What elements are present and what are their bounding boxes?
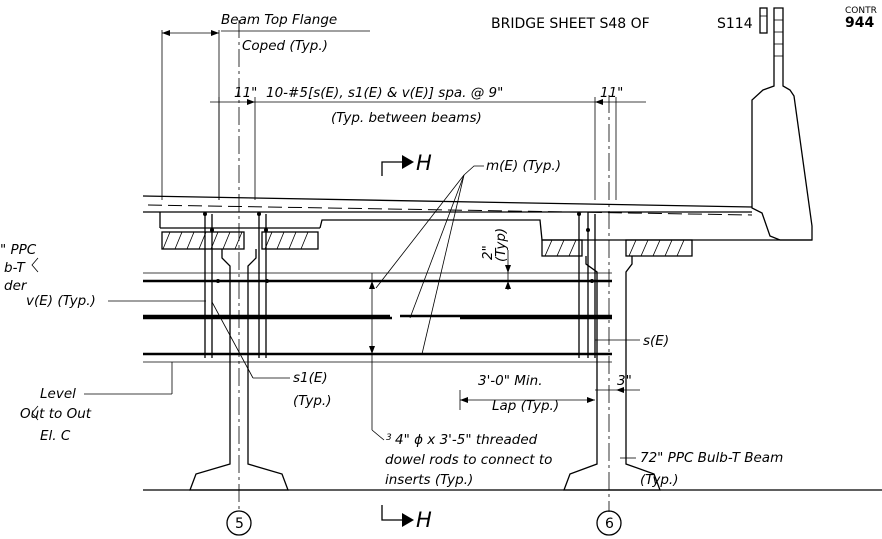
- level-label-2: Out to Out: [20, 406, 92, 422]
- left-ppc-label: " PPC: [0, 242, 37, 258]
- beam-flange-label-2: Coped (Typ.): [242, 38, 328, 54]
- section-marker-bottom: [381, 505, 414, 527]
- beam-circle-5: 5: [235, 516, 244, 532]
- section-h-bottom: H: [416, 508, 432, 532]
- stirrups: [203, 212, 596, 358]
- rebar-spec: 10-#5[s(E), s1(E) & v(E)] spa. @ 9": [266, 85, 503, 101]
- beam-label-2: (Typ.): [640, 472, 678, 488]
- min-lap-label: 3'-0" Min.: [478, 373, 543, 389]
- beam-circle-6: 6: [605, 516, 614, 532]
- haunch-hatch: [161, 231, 693, 257]
- level-label-3: El. C: [40, 428, 71, 444]
- dim-right-11: 11": [600, 85, 623, 101]
- dowel-label-2: dowel rods to connect to: [385, 452, 552, 468]
- typ-vertical-label: (Typ): [493, 228, 509, 262]
- dowel-label-3: inserts (Typ.): [385, 472, 473, 488]
- m-e-label: m(E) (Typ.): [486, 158, 561, 174]
- lap-typ-label: Lap (Typ.): [492, 398, 559, 414]
- contract-label: CONTR: [845, 6, 877, 16]
- contract-number: 944: [845, 15, 874, 31]
- dim-left-11: 11": [234, 85, 257, 101]
- beam-label-1: 72" PPC Bulb-T Beam: [640, 450, 783, 466]
- parapet-barrier: [751, 7, 813, 241]
- section-h-top: H: [416, 151, 432, 175]
- dowel-label-1: 4" ϕ x 3'-5" threaded: [395, 432, 538, 448]
- left-der-label: der: [4, 278, 28, 294]
- three-inch-label: 3": [617, 373, 632, 389]
- v-e-label: v(E) (Typ.): [26, 293, 96, 309]
- leader-lines: [31, 165, 640, 459]
- two-inch-label: 2": [480, 245, 496, 260]
- left-bulb-label: b-T: [4, 260, 26, 276]
- s1-typ-label: (Typ.): [293, 393, 331, 409]
- beam-flange-label-1: Beam Top Flange: [221, 12, 337, 28]
- typ-between-beams: (Typ. between beams): [331, 110, 482, 126]
- sheet-tab-box: [759, 7, 768, 34]
- dimension-lines: [161, 30, 646, 441]
- s-e-label: s(E): [643, 333, 669, 349]
- s1-e-label: s1(E): [293, 370, 328, 386]
- level-label-1: Level: [40, 386, 76, 402]
- sheet-label: BRIDGE SHEET S48 OF: [491, 16, 650, 32]
- section-marker-top: [381, 155, 414, 176]
- dowel-fraction: 3: [386, 433, 392, 443]
- sheet-total: S114: [717, 16, 753, 32]
